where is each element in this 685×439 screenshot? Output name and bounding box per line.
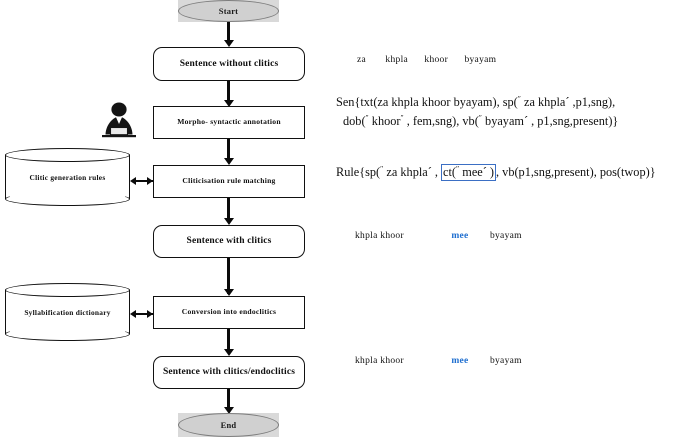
end-ellipse: End bbox=[178, 413, 279, 437]
start-label: Start bbox=[218, 6, 239, 16]
node-sentence-without-clitics[interactable]: Sentence without clitics bbox=[153, 47, 305, 81]
connector-dictionary-to-conversion bbox=[136, 313, 153, 316]
arrowhead-s2-to-conversion bbox=[223, 289, 234, 296]
annotated-sentence-line-2: dob(″ khoor″ , fem,sng), vb(″ byayam´ , … bbox=[336, 112, 684, 131]
node-cliticisation-rule-matching[interactable]: Cliticisation rule matching bbox=[153, 165, 305, 198]
input-token-1: za bbox=[357, 55, 367, 65]
node-label: Conversion into endoclitics bbox=[181, 307, 277, 317]
rule-suffix: , vb(p1,sng,present), pos(twop)} bbox=[496, 165, 656, 180]
annotated-line2-tail: byayam´ , p1,sng,present)} bbox=[481, 114, 619, 129]
clitic-output-before: khpla khoor bbox=[355, 231, 404, 241]
input-token-2: khpla bbox=[385, 55, 409, 65]
start-terminator[interactable]: Start bbox=[178, 0, 279, 22]
start-ellipse: Start bbox=[178, 0, 279, 22]
cylinder-bottom bbox=[5, 192, 130, 206]
node-label: Sentence without clitics bbox=[179, 58, 279, 69]
annotation-rule: Rule{sp(″ za khpla´ , ct(″ mee´ ), vb(p1… bbox=[336, 163, 685, 182]
annotation-clitic-output: khpla khoor mee byayam bbox=[355, 231, 522, 241]
annotation-endoclitic-output: khpla khoor mee byayam bbox=[355, 356, 522, 366]
connector-rulematch-to-s2 bbox=[227, 198, 230, 222]
clitic-output-clitic: mee bbox=[451, 231, 469, 241]
arrowhead-annotation-to-rulematch bbox=[223, 158, 234, 165]
cylinder-top bbox=[5, 148, 130, 162]
person-at-desk-glyph bbox=[102, 102, 136, 138]
datastore-syllabification-dictionary[interactable]: Syllabification dictionary bbox=[5, 283, 130, 341]
connector-s1-to-annotation bbox=[227, 81, 230, 104]
node-label: Sentence with clitics bbox=[186, 236, 272, 247]
arrowhead-rulematch-to-s2 bbox=[223, 218, 234, 225]
input-token-4: byayam bbox=[464, 55, 497, 65]
person-at-desk-icon bbox=[95, 101, 143, 141]
arrowhead-s1-to-annotation bbox=[223, 100, 234, 107]
node-sentence-with-clitics[interactable]: Sentence with clitics bbox=[153, 225, 305, 258]
datastore-label: Syllabification dictionary bbox=[24, 307, 111, 317]
rule-prefix: Rule{sp( bbox=[336, 165, 381, 180]
input-token-3: khoor bbox=[424, 55, 449, 65]
cylinder-top bbox=[5, 283, 130, 297]
annotation-input-sentence: za khpla khoor byayam bbox=[357, 55, 496, 65]
annotated-sentence-line-1: Sen{txt(za khpla khoor byayam), sp(″ za … bbox=[336, 93, 684, 112]
annotated-line1-prefix: Sen{txt(za khpla khoor byayam), sp( bbox=[336, 95, 518, 110]
node-label: Cliticisation rule matching bbox=[182, 176, 276, 186]
annotated-line2-prefix: dob( bbox=[343, 114, 366, 129]
annotated-line2-mid: khoor bbox=[368, 114, 401, 129]
connector-s2-to-conversion bbox=[227, 258, 230, 294]
annotated-line1-sup: ″ bbox=[517, 94, 521, 103]
endoclitic-output-clitic: mee bbox=[451, 356, 469, 366]
rule-mid: za khpla´ , bbox=[383, 165, 442, 180]
datastore-clitic-generation-rules[interactable]: Clitic generation rules bbox=[5, 148, 130, 206]
cylinder-bottom bbox=[5, 327, 130, 341]
arrowhead-to-rulematch bbox=[147, 176, 153, 185]
boxed-text: mee´ ) bbox=[459, 165, 495, 180]
endoclitic-output-before: khpla khoor bbox=[355, 356, 404, 366]
annotated-line2-sup-open: ″ bbox=[365, 112, 369, 122]
node-morpho-syntactic-annotation[interactable]: Morpho- syntactic annotation bbox=[153, 106, 305, 139]
arrowhead-to-conversion bbox=[147, 309, 153, 318]
connector-start-to-s1 bbox=[227, 22, 230, 43]
rule-sup-open: ″ bbox=[380, 164, 384, 173]
node-label: Sentence with clitics/endoclitics bbox=[162, 367, 296, 378]
endoclitic-output-after: byayam bbox=[489, 356, 522, 366]
end-terminator[interactable]: End bbox=[178, 413, 279, 437]
node-conversion-into-endoclitics[interactable]: Conversion into endoclitics bbox=[153, 296, 305, 329]
annotated-line2-b-sup: ″ bbox=[478, 112, 482, 122]
arrowhead-s3-to-end bbox=[223, 407, 234, 414]
node-label: Morpho- syntactic annotation bbox=[177, 117, 281, 127]
datastore-label: Clitic generation rules bbox=[29, 172, 106, 182]
end-label: End bbox=[220, 420, 237, 430]
rule-highlighted-clitic-box[interactable]: ct(″ mee´ ) bbox=[441, 164, 497, 181]
annotated-line2-b: , fem,sng), vb( bbox=[403, 114, 479, 129]
annotated-line2-sup-close: ″ bbox=[400, 112, 404, 122]
connector-rules-to-rulematch bbox=[136, 180, 153, 183]
clitic-output-after: byayam bbox=[489, 231, 522, 241]
arrowhead-to-rules-store bbox=[130, 176, 136, 185]
node-sentence-with-clitics-endoclitics[interactable]: Sentence with clitics/endoclitics bbox=[153, 356, 305, 389]
connector-conversion-to-s3 bbox=[227, 329, 230, 353]
arrowhead-start-to-s1 bbox=[223, 40, 234, 47]
arrowhead-to-dictionary-store bbox=[130, 309, 136, 318]
connector-annotation-to-rulematch bbox=[227, 139, 230, 162]
boxed-sup: ″ bbox=[456, 164, 460, 173]
annotated-line1-mid: za khpla´ ,p1,sng), bbox=[520, 95, 616, 110]
annotation-annotated-sentence: Sen{txt(za khpla khoor byayam), sp(″ za … bbox=[336, 93, 684, 131]
boxed-prefix: ct( bbox=[443, 165, 457, 180]
connector-s3-to-end bbox=[227, 389, 230, 411]
arrowhead-conversion-to-s3 bbox=[223, 349, 234, 356]
